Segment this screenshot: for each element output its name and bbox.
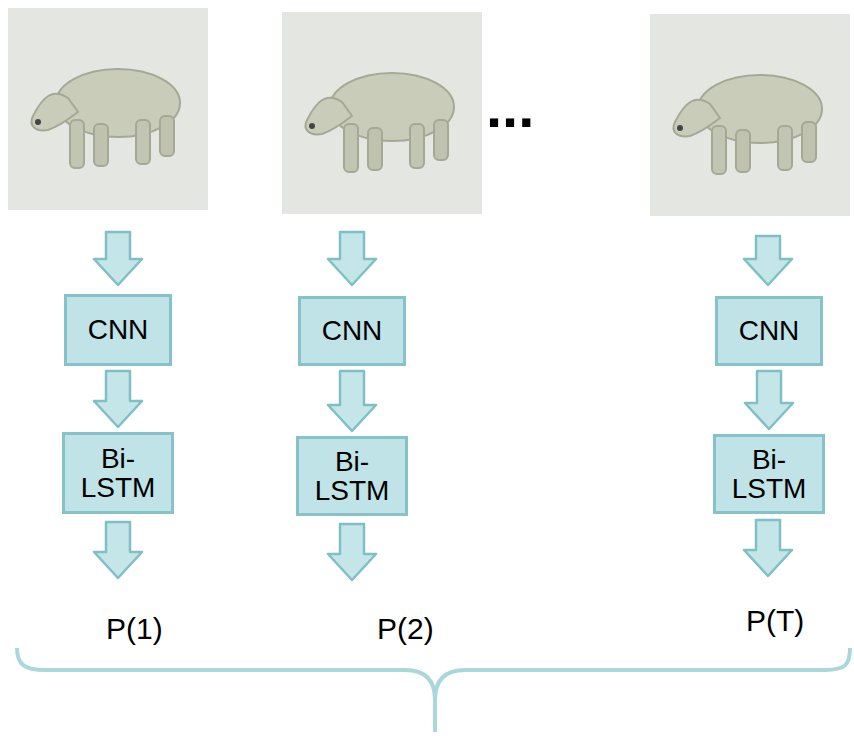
node-label: CNN (318, 314, 387, 347)
block-arrow (745, 371, 793, 429)
block-arrow (94, 232, 142, 285)
output-label: P(2) (377, 614, 434, 644)
bear-photo (282, 12, 482, 214)
block-arrow (744, 520, 792, 576)
node-label: Bi- LSTM (716, 443, 822, 506)
bilstm-box: Bi- LSTM (296, 436, 408, 516)
node-label: CNN (84, 313, 153, 346)
cnn-box: CNN (64, 294, 172, 366)
output-label: P(1) (106, 614, 163, 644)
node-label: Bi- LSTM (65, 442, 171, 505)
bilstm-box: Bi- LSTM (713, 434, 825, 514)
block-arrow (328, 232, 376, 285)
block-arrow (94, 371, 142, 427)
node-label: CNN (735, 314, 804, 347)
block-arrow (744, 236, 792, 285)
cnn-box: CNN (298, 296, 406, 366)
cnn-box: CNN (715, 296, 823, 366)
output-label: P(T) (746, 606, 804, 636)
bear-photo (650, 14, 850, 216)
bear-photo (8, 8, 208, 210)
ellipsis: ... (486, 78, 534, 136)
curly-bracket (17, 648, 850, 732)
block-arrow (94, 522, 142, 578)
block-arrow (328, 371, 376, 431)
bilstm-box: Bi- LSTM (62, 432, 174, 514)
node-label: Bi- LSTM (299, 445, 405, 508)
block-arrow (328, 524, 376, 580)
